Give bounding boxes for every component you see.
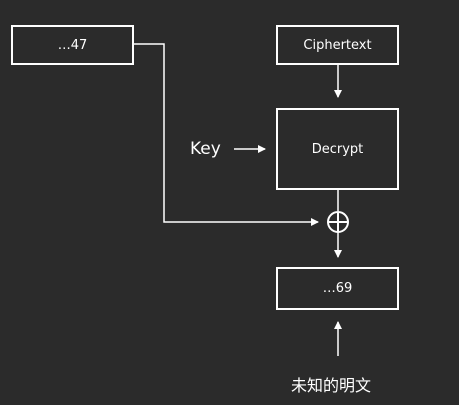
key-label: Key bbox=[190, 139, 221, 159]
arrow-prev-to-xor bbox=[134, 43, 319, 226]
ciphertext-box: Ciphertext bbox=[276, 25, 399, 65]
previous-block-label: …47 bbox=[57, 37, 88, 53]
previous-block-box: …47 bbox=[11, 25, 134, 65]
unknown-plaintext-label: 未知的明文 bbox=[291, 376, 372, 395]
decrypt-label: Decrypt bbox=[311, 141, 364, 157]
ciphertext-label: Ciphertext bbox=[303, 37, 372, 53]
decrypt-box: Decrypt bbox=[276, 108, 399, 190]
output-block-box: …69 bbox=[276, 267, 399, 310]
output-block-label: …69 bbox=[322, 281, 353, 296]
xor-icon bbox=[327, 211, 349, 233]
